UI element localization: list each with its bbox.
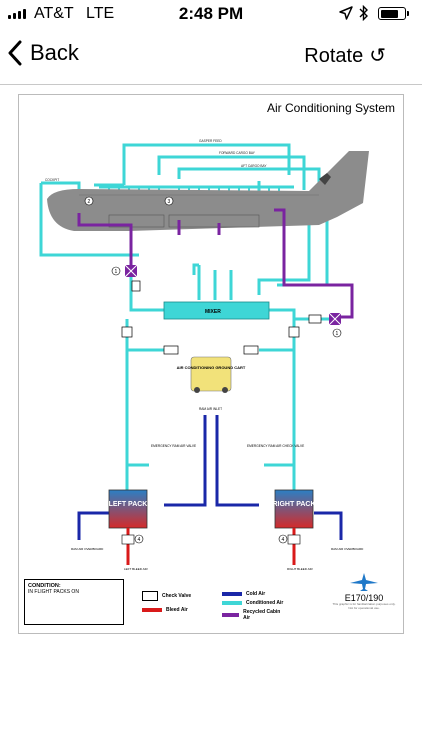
right-pack-label: RIGHT PACK [272, 501, 315, 508]
back-label: Back [30, 40, 79, 65]
legend-bleed-air-label: Bleed Air [166, 607, 188, 613]
left-pack: LEFT PACK [108, 489, 148, 529]
diagram-legend: CONDITION: IN FLIGHT PACKS ON Check Valv… [24, 573, 400, 627]
ram-air-overboard-label: RAM AIR OVERBOARD [331, 547, 364, 551]
rotate-label: Rotate [304, 45, 364, 67]
legend-cold-air: Cold Air [222, 591, 265, 597]
e-jet-logo: E170/190 This graphic is for familiariza… [332, 573, 396, 627]
air-conditioning-diagram: GASPER FEED FORWARD CARGO BAY AFT CARGO … [39, 139, 369, 571]
label-1: 1 [336, 331, 339, 337]
label-1: 1 [115, 269, 118, 275]
left-pack-label: LEFT PACK [109, 501, 148, 508]
recirculation-fan-left: 1 [111, 264, 138, 278]
label-4: 4 [282, 537, 285, 543]
rotate-icon: ↺ [369, 45, 386, 67]
mixer-unit [163, 301, 270, 320]
label-4: 4 [138, 537, 141, 543]
duct-label: GASPER FEED [199, 139, 222, 143]
legend-check-valve: Check Valve [142, 591, 191, 601]
legend-conditioned-air: Conditioned Air [222, 600, 283, 606]
legend-bleed-air: Bleed Air [142, 607, 188, 613]
legend-conditioned-air-label: Conditioned Air [246, 600, 284, 606]
emergency-valve-right-label: EMERGENCY RAM AIR CHECK VALVE [247, 444, 304, 448]
legend-recycled-air-label: Recycled Cabin Air [243, 609, 281, 621]
legend-cold-air-label: Cold Air [246, 591, 266, 597]
right-bleed-label: RIGHT BLEED AIR [287, 567, 313, 571]
label-3: 3 [168, 199, 171, 205]
diagram-image[interactable]: Air Conditioning System [18, 94, 404, 634]
status-time: 2:48 PM [178, 4, 244, 23]
navigation-bar: Back Rotate↺ [0, 28, 422, 85]
right-pack: RIGHT PACK [272, 489, 316, 529]
legend-recycled-air: Recycled Cabin Air [222, 609, 282, 621]
condition-text: IN FLIGHT PACKS ON [28, 589, 79, 595]
ram-air-overboard-label: RAM AIR OVERBOARD [71, 547, 104, 551]
legend-check-valve-label: Check Valve [162, 593, 192, 599]
condition-title: CONDITION: [28, 583, 61, 589]
airplane-icon [350, 573, 378, 591]
left-bleed-label: LEFT BLEED AIR [124, 567, 148, 571]
bluetooth-icon [359, 5, 368, 21]
location-arrow-icon [339, 6, 353, 20]
chevron-left-icon [8, 40, 22, 66]
battery-icon [378, 7, 409, 20]
logo-text: E170/190 [344, 593, 384, 603]
rotate-button[interactable]: Rotate↺ [304, 43, 386, 68]
signal-strength-icon [8, 9, 26, 19]
carrier-name: AT&T [34, 5, 74, 22]
back-button[interactable]: Back [8, 40, 79, 66]
ground-cart-label: AIR CONDITIONING GROUND CART [177, 365, 246, 370]
duct-label: FORWARD CARGO BAY [219, 151, 256, 155]
battery-level [380, 9, 399, 18]
fine-print: This graphic is for familiarization purp… [332, 602, 396, 610]
mixer-label: MIXER [205, 309, 221, 315]
status-bar: AT&T LTE 2:48 PM [0, 0, 422, 28]
ram-air-inlet-label: RAM AIR INLET [199, 407, 222, 411]
emergency-valve-left-label: EMERGENCY RAM AIR VALVE [151, 444, 196, 448]
fuselage [47, 151, 369, 231]
cockpit-label: COCKPIT [45, 178, 59, 182]
condition-box: CONDITION: IN FLIGHT PACKS ON [24, 579, 124, 625]
diagram-title: Air Conditioning System [266, 101, 395, 115]
network-type: LTE [86, 5, 115, 22]
label-2: 2 [88, 199, 91, 205]
recirculation-fan-right: 1 [328, 312, 342, 338]
ground-cart: AIR CONDITIONING GROUND CART [177, 356, 246, 393]
duct-label: AFT CARGO BAY [241, 164, 267, 168]
